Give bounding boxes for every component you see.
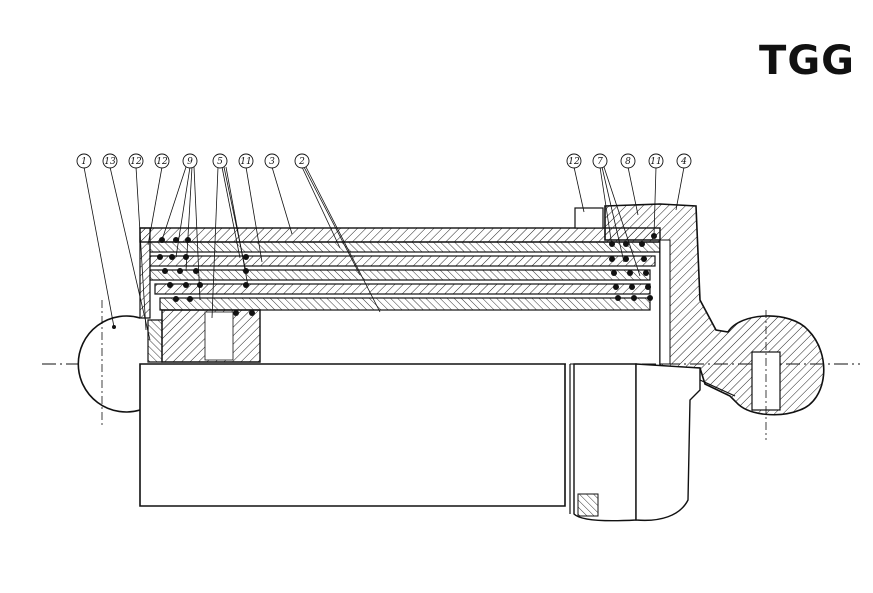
callout-12-left-b: 12 [154,153,170,169]
svg-text:11: 11 [240,157,251,167]
callout-11-left: 11 [238,153,254,169]
outer-barrel [139,207,661,243]
telescopic-stages [149,241,661,311]
svg-text:11: 11 [650,157,661,167]
callout-2: 2 [294,153,310,169]
svg-text:5: 5 [217,157,223,167]
svg-text:12: 12 [568,157,580,167]
diagram-title: TGG [759,38,855,84]
left-gland [139,227,163,363]
callout-9: 9 [182,153,198,169]
callout-7: 7 [592,153,608,169]
callout-5: 5 [212,153,228,169]
callout-1: 1 [76,153,92,169]
leader-lines [83,166,685,341]
svg-text:1: 1 [81,157,87,167]
callout-4: 4 [676,153,692,169]
svg-text:7: 7 [597,157,603,167]
svg-text:12: 12 [156,157,168,167]
svg-text:8: 8 [625,157,631,167]
svg-text:12: 12 [130,157,142,167]
svg-text:13: 13 [104,157,116,167]
callout-12-right: 12 [566,153,582,169]
cylinder-exterior-lower [139,363,736,522]
callout-12-left-a: 12 [128,153,144,169]
right-head [604,203,825,440]
callout-3: 3 [264,153,280,169]
svg-text:9: 9 [187,157,193,167]
callout-8: 8 [620,153,636,169]
clevis-eye-left [77,300,141,428]
piston [161,309,261,363]
callout-13: 13 [102,153,118,169]
callout-11-right: 11 [648,153,664,169]
svg-text:2: 2 [298,157,305,167]
svg-text:4: 4 [680,157,687,167]
svg-text:3: 3 [269,157,275,167]
